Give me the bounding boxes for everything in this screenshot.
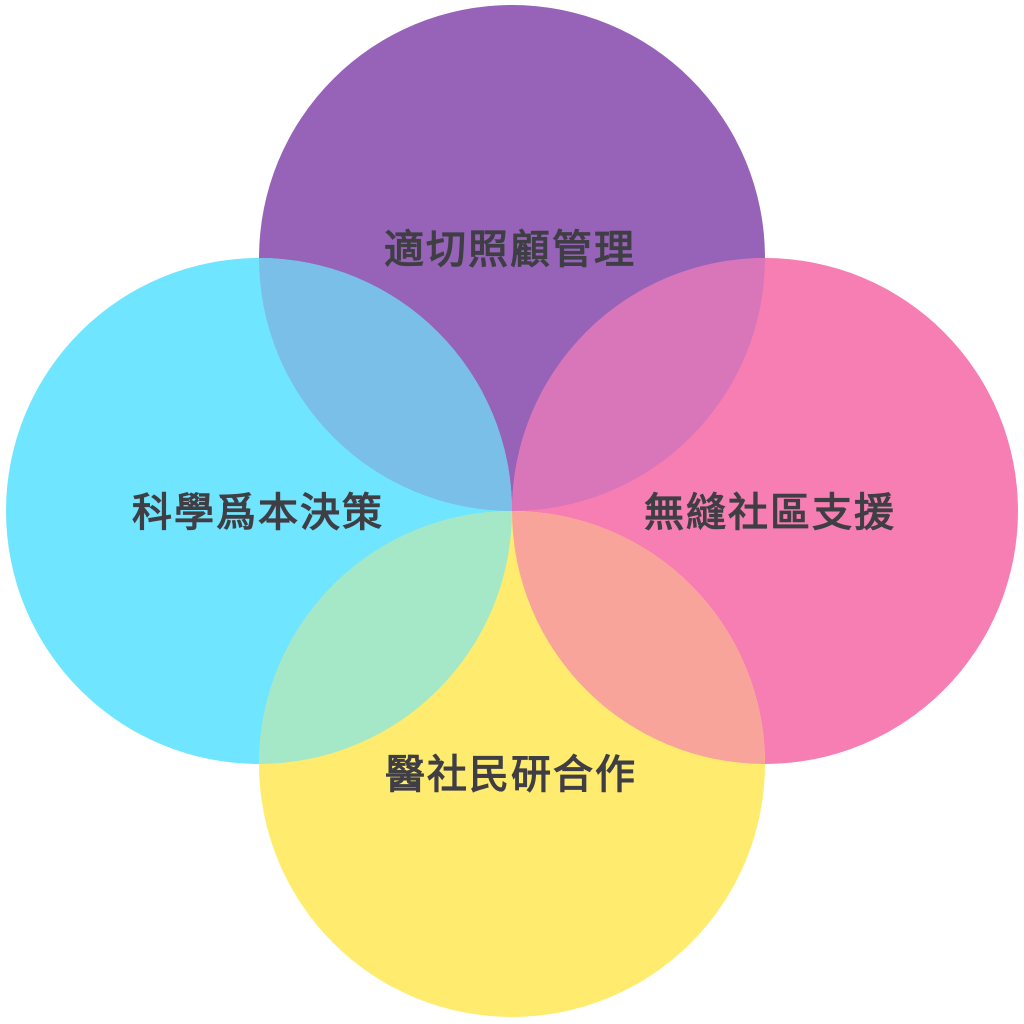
overlap-top-left [259,258,512,511]
overlap-bottom-right [512,511,765,764]
circle-label-bottom: 醫社民研合作 [385,753,637,797]
overlap-top-right [512,258,765,511]
circle-label-left: 科學爲本決策 [132,491,384,535]
circle-label-right: 無縫社區支援 [644,491,896,535]
circle-label-top: 適切照顧管理 [384,228,636,272]
overlap-bottom-left [259,511,512,764]
